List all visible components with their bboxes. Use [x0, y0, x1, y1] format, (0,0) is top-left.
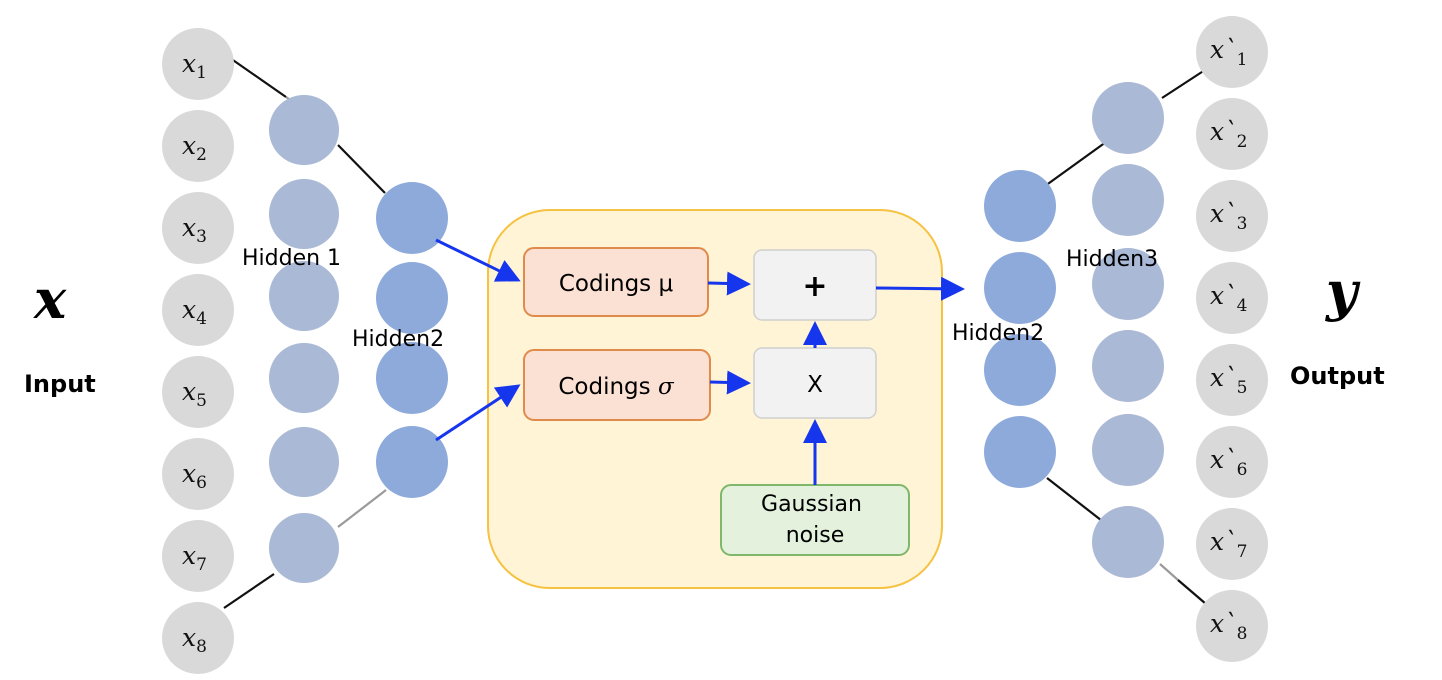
hidden1-node — [269, 343, 339, 413]
hidden2-left-node — [376, 262, 448, 334]
input-node-label: x1 — [182, 49, 207, 83]
codings-mu-box — [523, 247, 709, 317]
input-node — [162, 438, 234, 510]
input-node — [162, 28, 234, 100]
output-node — [1196, 262, 1268, 334]
output-node-label: x`3 — [1210, 199, 1247, 234]
output-layer — [1196, 16, 1268, 662]
plus-symbol: + — [802, 269, 827, 304]
hidden3-node — [1092, 330, 1164, 402]
hidden2-left-node — [376, 182, 448, 254]
hidden2-left-layer — [376, 182, 448, 498]
input-node-label: x3 — [182, 213, 207, 247]
hidden2-left-node — [376, 342, 448, 414]
input-node — [162, 520, 234, 592]
hidden2-left-label: Hidden2 — [352, 327, 444, 352]
input-layer — [162, 28, 234, 674]
output-node-label: x`8 — [1210, 609, 1247, 644]
output-node — [1196, 16, 1268, 88]
hidden3-layer — [1092, 82, 1164, 578]
input-node — [162, 602, 234, 674]
times-symbol: X — [807, 372, 823, 398]
input-node — [162, 192, 234, 264]
gaussian-noise-label: Gaussian noise — [761, 492, 869, 548]
input-symbol: x — [33, 267, 67, 331]
hidden2-right-node — [984, 334, 1056, 406]
hidden1-node — [269, 95, 339, 165]
input-node-label: x2 — [182, 131, 207, 165]
hidden1-node — [269, 427, 339, 497]
output-node — [1196, 180, 1268, 252]
output-node-label: x`2 — [1210, 117, 1247, 152]
input-node — [162, 110, 234, 182]
input-node-label: x4 — [182, 295, 207, 329]
hidden3-node — [1092, 82, 1164, 154]
hidden3-node — [1092, 506, 1164, 578]
output-node-labels: x`1 x`2 x`3 x`4 x`5 x`6 x`7 x`8 — [1210, 35, 1247, 644]
hidden1-label: Hidden 1 — [242, 246, 341, 271]
input-node-labels: x1 x2 x3 x4 x5 x6 x7 x8 — [182, 49, 207, 657]
output-node — [1196, 344, 1268, 416]
input-node-label: x6 — [182, 459, 207, 493]
output-node-label: x`1 — [1210, 35, 1247, 70]
hidden2-right-node — [984, 252, 1056, 324]
codings-mu-label: Codings μ — [559, 271, 674, 297]
hidden1-node — [269, 261, 339, 331]
hidden2-right-layer — [984, 170, 1056, 488]
hidden3-label: Hidden3 — [1066, 247, 1158, 272]
output-node — [1196, 508, 1268, 580]
hidden2-left-node — [376, 426, 448, 498]
output-node-label: x`7 — [1210, 527, 1247, 562]
codings-sigma-box — [523, 349, 711, 421]
input-node — [162, 274, 234, 346]
input-node-label: x5 — [182, 377, 207, 411]
output-node-label: x`6 — [1210, 445, 1247, 480]
output-node — [1196, 98, 1268, 170]
output-node — [1196, 590, 1268, 662]
input-label: Input — [24, 370, 96, 398]
plus-box — [753, 249, 877, 321]
output-node-label: x`5 — [1210, 363, 1247, 398]
input-node-label: x7 — [182, 541, 207, 575]
hidden2-right-label: Hidden2 — [952, 321, 1044, 346]
output-node — [1196, 426, 1268, 498]
flow-arrows — [435, 238, 965, 485]
hidden1-node — [269, 513, 339, 583]
network-edges — [223, 57, 1209, 609]
input-node — [162, 356, 234, 428]
output-label: Output — [1290, 362, 1385, 390]
hidden1-layer — [269, 95, 339, 583]
hidden2-right-node — [984, 416, 1056, 488]
input-node-label: x8 — [182, 623, 207, 657]
hidden3-node — [1092, 248, 1164, 320]
output-node-label: x`4 — [1210, 281, 1247, 316]
output-symbol: y — [1325, 259, 1361, 323]
codings-sigma-label: Codings σ — [558, 374, 675, 400]
hidden3-node — [1092, 414, 1164, 486]
hidden2-right-node — [984, 170, 1056, 242]
hidden1-node — [269, 179, 339, 249]
hidden3-node — [1092, 164, 1164, 236]
